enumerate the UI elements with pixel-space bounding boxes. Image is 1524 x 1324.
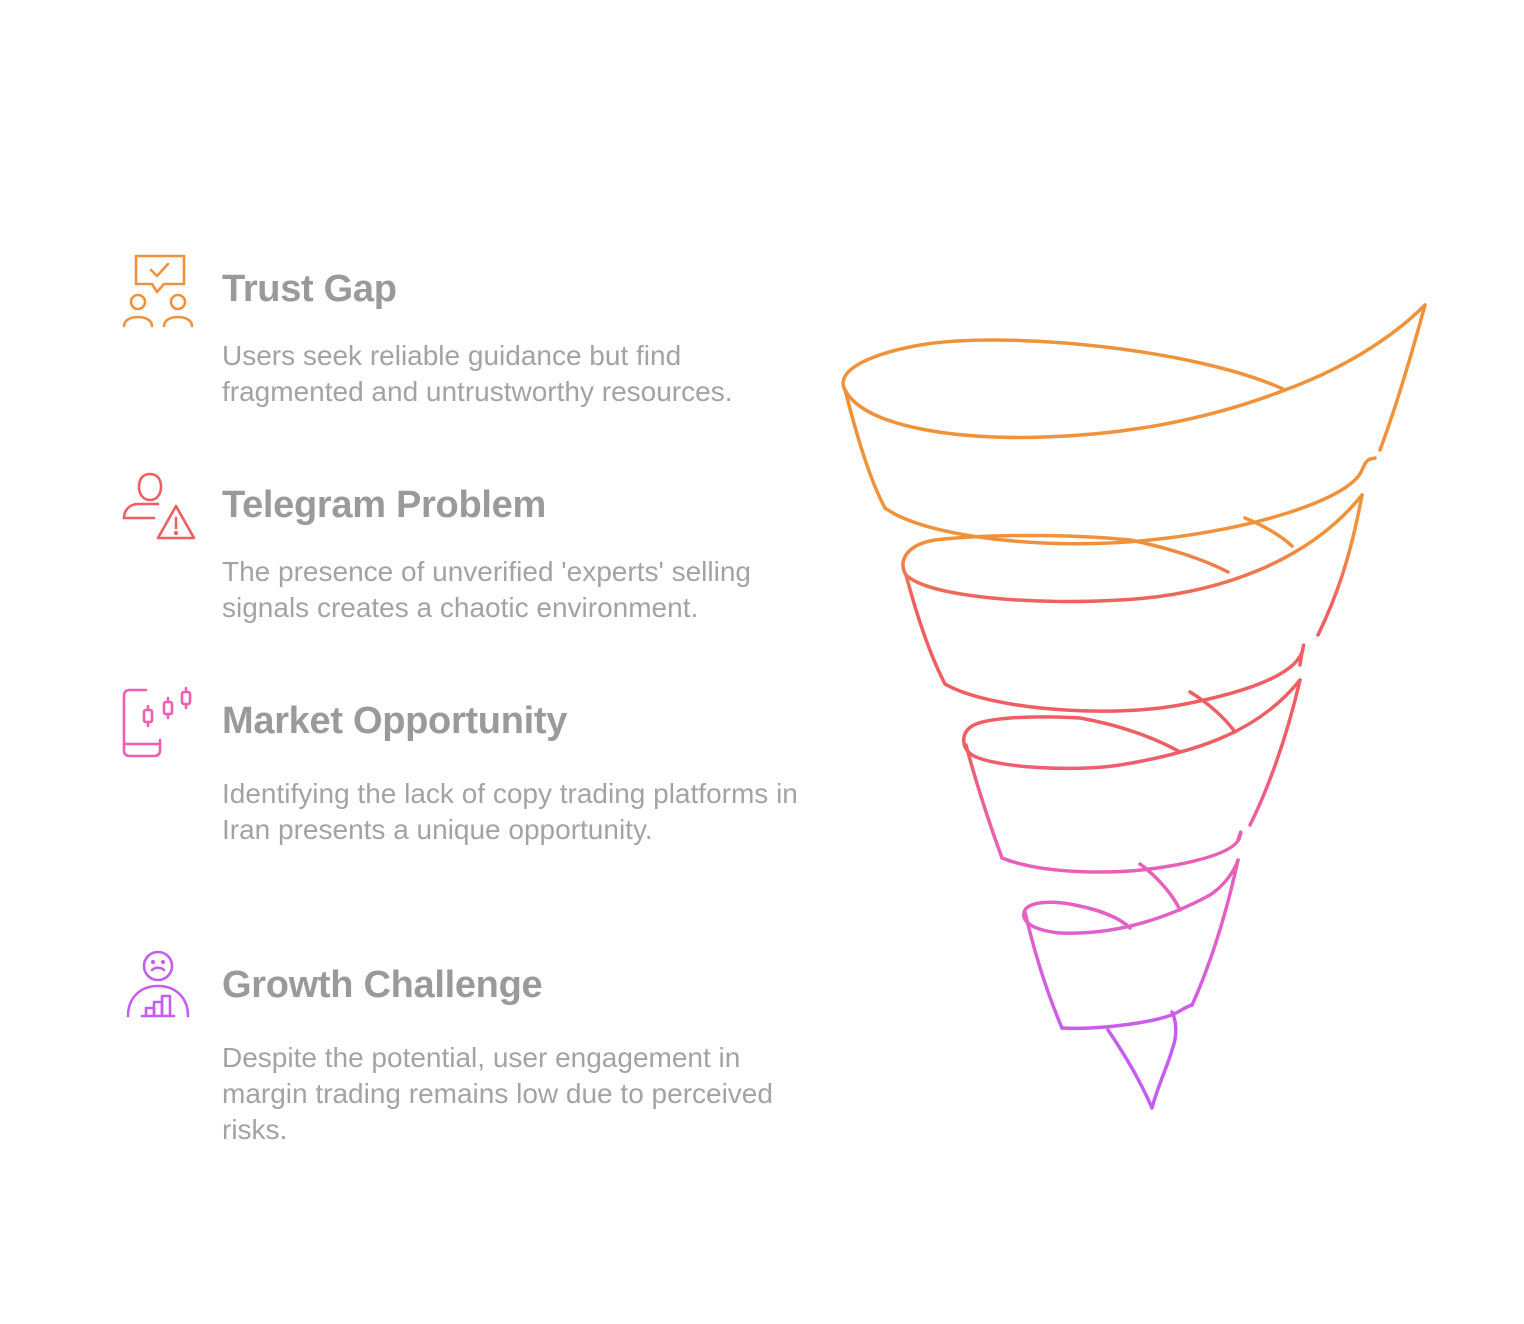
spiral-band-3-bottom bbox=[1000, 830, 1243, 874]
trust-feedback-icon bbox=[116, 250, 200, 334]
spiral-band-4-right bbox=[1190, 858, 1240, 1007]
item-title: Telegram Problem bbox=[222, 484, 546, 526]
item-description: Identifying the lack of copy trading pla… bbox=[222, 778, 798, 845]
spiral-fold-3 bbox=[1138, 862, 1182, 912]
spiral-band-1-right bbox=[1378, 303, 1427, 452]
spiral-band-4-left bbox=[1023, 910, 1064, 1030]
spiral-band-2-left bbox=[904, 573, 947, 686]
spiral-funnel bbox=[841, 303, 1427, 1110]
spiral-band-3-left bbox=[964, 743, 1004, 860]
spiral-band-2-bottom bbox=[943, 643, 1306, 713]
mobile-candlestick-icon bbox=[116, 682, 200, 766]
spiral-fold-2 bbox=[1188, 690, 1237, 734]
spiral-band-4-rim bbox=[1022, 858, 1240, 935]
item-title: Trust Gap bbox=[222, 268, 397, 310]
spiral-band-3-inner bbox=[1078, 716, 1182, 754]
spiral-fold-1 bbox=[1243, 516, 1294, 548]
spiral-band-2-right bbox=[1316, 493, 1364, 637]
item-title: Market Opportunity bbox=[222, 700, 568, 742]
spiral-band-1-bottom bbox=[883, 456, 1377, 546]
spiral-band-2-rim bbox=[901, 493, 1364, 604]
spiral-band-top-rim bbox=[841, 303, 1427, 440]
item-description: Despite the potential, user engagement i… bbox=[222, 1042, 773, 1145]
item-title: Growth Challenge bbox=[222, 964, 543, 1006]
user-warning-icon bbox=[116, 466, 200, 550]
spiral-tail bbox=[1106, 1010, 1178, 1110]
spiral-band-4-inner bbox=[1073, 903, 1132, 930]
spiral-band-3-rim bbox=[962, 678, 1302, 771]
item-description: The presence of unverified 'experts' sel… bbox=[222, 556, 751, 623]
spiral-band-3-right bbox=[1248, 678, 1302, 827]
spiral-band-4-bottom bbox=[1060, 1003, 1194, 1031]
sad-user-growth-icon bbox=[116, 946, 200, 1030]
spiral-band-2-inner bbox=[1128, 538, 1230, 574]
item-description: Users seek reliable guidance but find fr… bbox=[222, 340, 733, 407]
spiral-band-1-left bbox=[843, 388, 887, 510]
